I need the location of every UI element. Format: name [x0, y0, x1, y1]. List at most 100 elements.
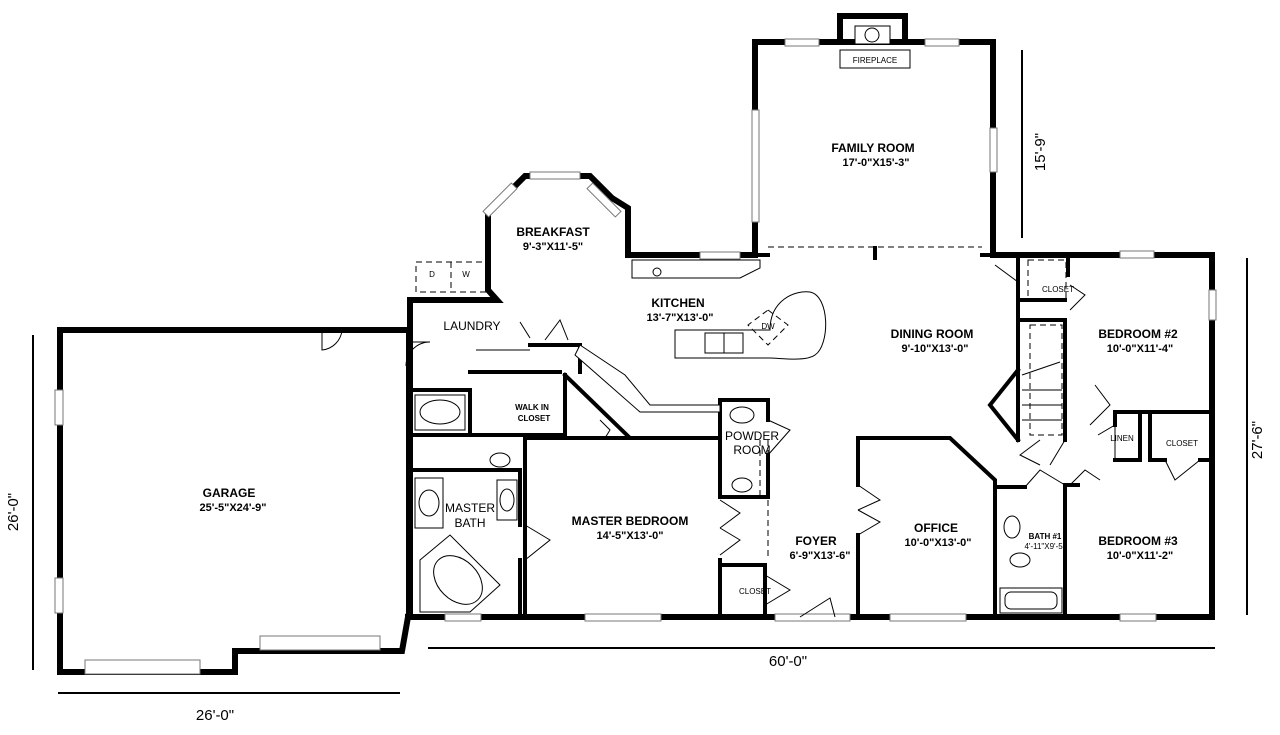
office-size: 10'-0"X13'-0": [904, 537, 971, 549]
fireplace-wall: [837, 13, 908, 45]
door-swing: [1069, 469, 1101, 486]
family-depth-dimension: 15'-9": [1032, 133, 1049, 171]
dimension-labels: 15'-9" 27'-6" 26'-0" 26'-0" 60'-0": [5, 133, 1266, 724]
door-swing: [767, 419, 791, 456]
stair-tread: [1021, 361, 1061, 376]
tub-basin: [419, 399, 461, 425]
window: [1208, 289, 1217, 321]
wall-segment: [468, 373, 567, 437]
door-swing: [857, 484, 882, 536]
garage-size: 25'-5"X24'-9": [199, 502, 266, 514]
tub-basin: [1004, 591, 1058, 610]
window: [529, 171, 581, 180]
bedroom2-closet-label: CLOSET: [1042, 285, 1074, 294]
doors: [321, 264, 1201, 618]
room-labels: FAMILY ROOM 17'-0"X15'-3" FIREPLACE BREA…: [199, 56, 1198, 596]
bedroom3-size: 10'-0"X11'-2": [1107, 550, 1173, 562]
fireplace-label-box: [839, 49, 911, 69]
sink-icon: [418, 489, 440, 517]
window: [784, 38, 820, 47]
family-room-label: FAMILY ROOM: [831, 141, 914, 155]
tub-basin: [433, 555, 483, 605]
closet-shelf: [1027, 259, 1067, 301]
breakfast-label: BREAKFAST: [516, 225, 590, 239]
bedroom2-label: BEDROOM #2: [1098, 327, 1178, 341]
window: [924, 38, 960, 47]
window: [584, 613, 662, 622]
interior-walls: [406, 246, 1214, 619]
bedroom2-size: 10'-0"X11'-4": [1107, 343, 1173, 355]
garage-depth-dimension: 26'-0": [5, 493, 22, 531]
kitchen-counter: [631, 259, 761, 279]
door-swing: [1069, 284, 1086, 311]
wall-segment: [718, 563, 767, 619]
garage-outer-wall: [57, 327, 412, 675]
door-swing: [1024, 469, 1066, 488]
door-swing: [1089, 384, 1111, 426]
master-bedroom-label: MASTER BEDROOM: [572, 514, 689, 528]
wall-segment: [408, 388, 472, 437]
toilet-icon: [731, 477, 753, 493]
garage-width-dimension: 26'-0": [196, 707, 234, 724]
window: [54, 389, 64, 426]
dimension-lines: [32, 50, 1248, 694]
house-outer-wall: [405, 39, 1215, 620]
wall-segment: [718, 398, 770, 422]
sink-icon: [652, 267, 662, 277]
family-room-size: 17'-0"X15'-3": [842, 157, 909, 169]
toilet-icon: [1009, 552, 1031, 568]
powder-room-label-2: ROOM: [733, 443, 770, 457]
window: [444, 613, 482, 622]
door-swing: [994, 264, 1019, 298]
door-swing: [1019, 439, 1066, 466]
door-swing: [719, 499, 741, 556]
door-swing: [405, 341, 431, 367]
dining-room-label: DINING ROOM: [891, 327, 974, 341]
breakfast-size: 9'-3"X11'-5": [523, 241, 583, 253]
window: [989, 127, 998, 173]
foyer-closet-label: CLOSET: [739, 587, 771, 596]
wall-segment: [523, 436, 722, 499]
wall-segment: [408, 468, 522, 527]
wall-segment: [856, 436, 997, 619]
foyer-label: FOYER: [795, 534, 837, 548]
foyer-size: 6'-9"X13'-6": [790, 550, 851, 562]
door-swing: [599, 419, 611, 439]
dining-room-size: 9'-10"X13'-0": [901, 343, 968, 355]
window: [54, 577, 64, 614]
bath1-label: BATH #1: [1029, 532, 1062, 541]
garage-door: [259, 635, 381, 651]
garage-label: GARAGE: [203, 486, 256, 500]
linen-label: LINEN: [1110, 434, 1134, 443]
wall-segment: [1016, 318, 1067, 442]
window: [1119, 250, 1155, 259]
fireplace-icon: [864, 27, 880, 43]
windows: [54, 38, 1217, 675]
laundry-label: LAUNDRY: [443, 319, 500, 333]
office-label: OFFICE: [914, 521, 958, 535]
master-bath-label-1: MASTER: [445, 501, 495, 515]
bath1-size: 4'-11"X9'-5": [1024, 542, 1065, 551]
garage-door: [84, 659, 201, 675]
door-swing: [524, 524, 551, 561]
house-width-dimension: 60'-0": [769, 653, 807, 670]
powder-room-label-1: POWDER: [725, 429, 779, 443]
wall-segment: [1113, 410, 1142, 462]
master-bath-label-2: BATH: [454, 516, 485, 530]
dryer-label: D: [429, 270, 435, 279]
kitchen-size: 13'-7"X13'-0": [646, 312, 713, 324]
front-door-sidelight: [774, 613, 851, 622]
dishwasher-label: DW: [761, 322, 775, 331]
house-depth-dimension: 27'-6": [1249, 421, 1266, 459]
wall-segment: [987, 367, 1021, 443]
sink-icon: [499, 488, 515, 512]
bedroom3-closet-label: CLOSET: [1166, 439, 1198, 448]
kitchen-label: KITCHEN: [651, 296, 704, 310]
door-swing: [321, 329, 343, 351]
walk-in-counter: [574, 344, 721, 413]
bedroom3-label: BEDROOM #3: [1098, 534, 1178, 548]
dashed-openings: [415, 246, 1067, 560]
fireplace-label: FIREPLACE: [853, 56, 897, 65]
wall-segment: [528, 343, 582, 374]
